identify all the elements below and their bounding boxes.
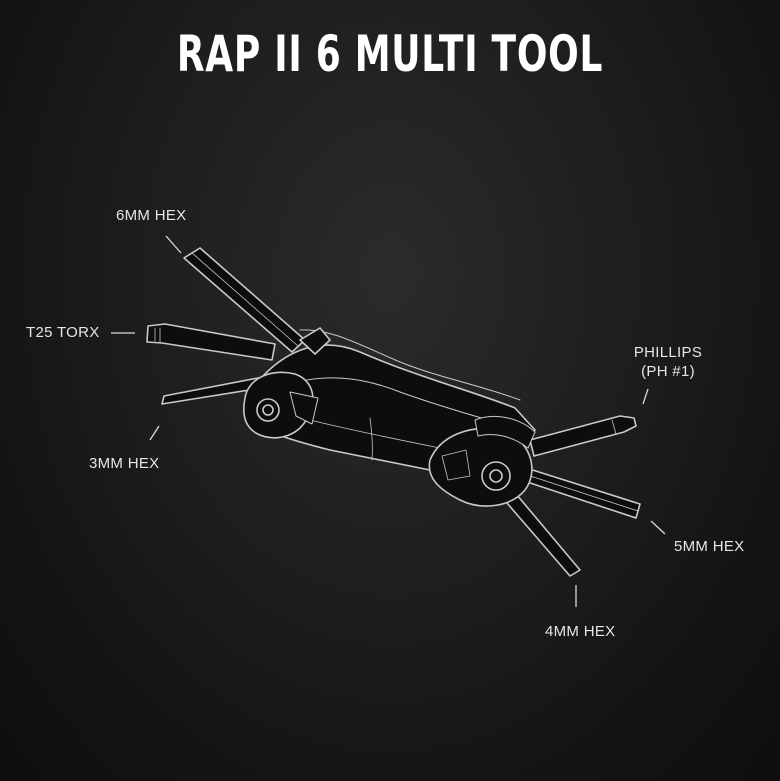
leader-phillips xyxy=(642,388,649,405)
label-5mm-hex: 5MM HEX xyxy=(674,538,745,555)
page-title: RAP II 6 MULTI TOOL xyxy=(176,25,604,83)
label-t25-torx: T25 TORX xyxy=(26,324,100,341)
phillips-bit xyxy=(529,415,637,457)
label-3mm-hex: 3MM HEX xyxy=(89,455,160,472)
left-pivot xyxy=(243,371,319,439)
leader-5mm xyxy=(650,520,666,535)
label-6mm-hex: 6MM HEX xyxy=(116,207,187,224)
label-4mm-hex: 4MM HEX xyxy=(545,623,616,640)
label-phillips-line2: (PH #1) xyxy=(641,363,695,380)
label-phillips: PHILLIPS (PH #1) xyxy=(626,343,710,381)
right-pivot xyxy=(428,415,536,507)
leader-6mm xyxy=(165,235,182,254)
label-phillips-line1: PHILLIPS xyxy=(633,344,703,361)
hex-5mm-key xyxy=(514,465,641,519)
leader-3mm xyxy=(149,425,160,441)
torx-t25-bit xyxy=(146,323,276,361)
